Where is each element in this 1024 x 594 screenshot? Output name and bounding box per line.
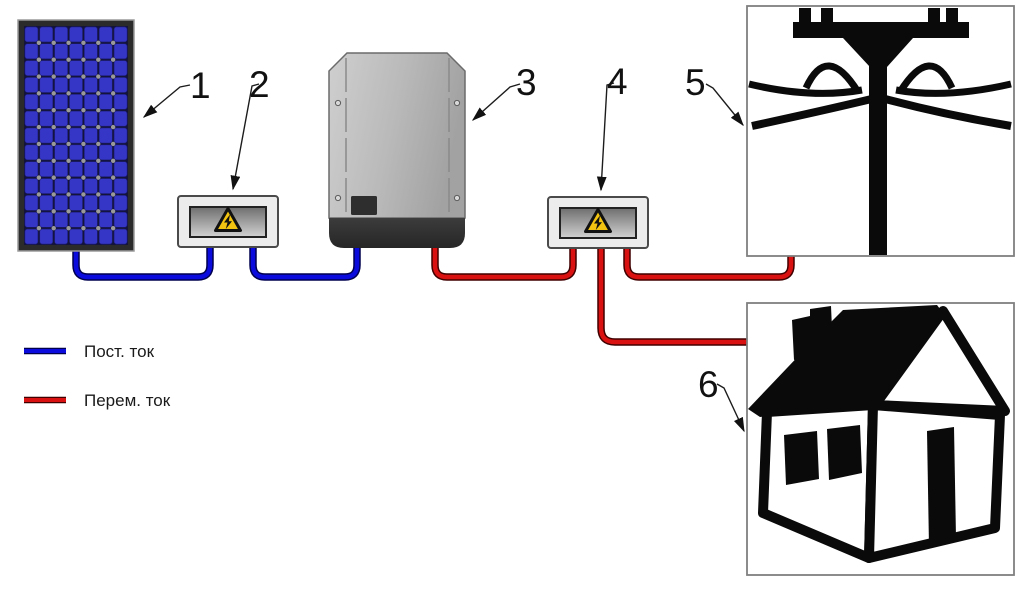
callout-3-arrow	[471, 83, 521, 121]
callout-1-arrow	[142, 84, 191, 118]
screw-icon	[453, 99, 461, 107]
house-icon	[748, 305, 1010, 563]
callout-6-arrow	[716, 383, 745, 433]
callout-4-arrow	[596, 82, 615, 192]
legend	[24, 347, 66, 404]
screw-icon	[334, 99, 342, 107]
callout-label-4: 4	[607, 61, 628, 102]
power-pole-icon	[748, 8, 1012, 255]
ac-breaker-box	[547, 196, 649, 249]
ac-cable-breaker-to-grid	[623, 246, 795, 281]
utility-grid-box	[746, 5, 1015, 257]
legend-ac-label: Перем. ток	[84, 391, 171, 410]
solar-panel	[17, 19, 135, 252]
ac-cable-breaker-to-house	[597, 246, 752, 346]
solar-panel-cells	[24, 26, 128, 245]
callout-label-3: 3	[516, 62, 537, 103]
inverter	[328, 52, 466, 248]
inverter-display	[351, 196, 377, 215]
callout-label-5: 5	[685, 62, 706, 103]
callout-label-2: 2	[249, 64, 270, 105]
house-box	[746, 302, 1015, 576]
dc-cable-breaker-to-inverter	[249, 244, 361, 281]
callout-5-arrow	[705, 83, 744, 127]
solar-panel-dots	[36, 40, 116, 231]
dc-cable-panel-to-breaker	[72, 246, 214, 281]
callout-2-arrow	[230, 83, 260, 191]
house-door	[927, 427, 956, 547]
legend-dc-label: Пост. ток	[84, 342, 155, 361]
dc-breaker-box	[177, 195, 279, 248]
house-window	[827, 425, 862, 480]
screw-icon	[334, 194, 342, 202]
inverter-bottom-band	[329, 218, 465, 248]
callout-label-6: 6	[698, 364, 719, 405]
callout-label-1: 1	[190, 65, 211, 106]
ac-cable-inverter-to-breaker	[431, 244, 577, 281]
house-window	[784, 431, 819, 485]
screw-icon	[453, 194, 461, 202]
